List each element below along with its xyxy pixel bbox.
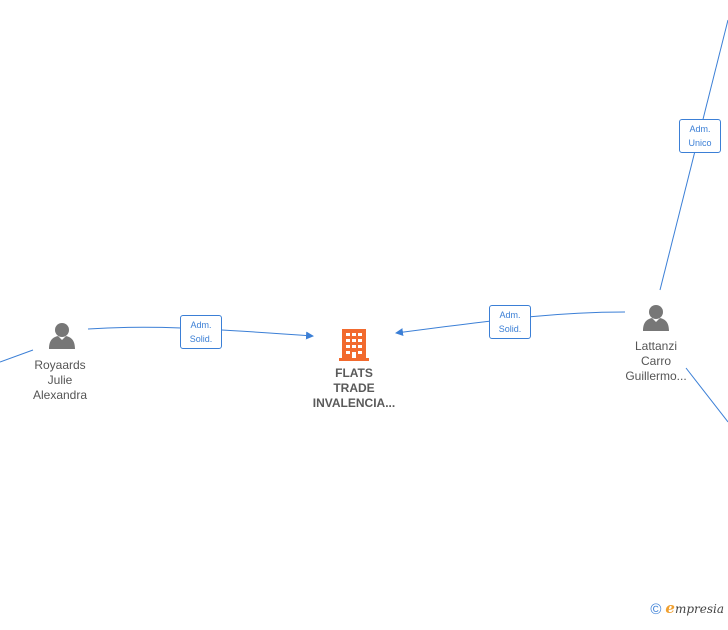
building-icon[interactable] (339, 329, 369, 361)
person-icon[interactable] (49, 323, 75, 349)
edge-lattanzi-bottomright (685, 367, 728, 423)
person-label-lattanzi[interactable]: Lattanzi Carro Guillermo... (625, 339, 687, 383)
company-label[interactable]: FLATS TRADE INVALENCIA... (312, 366, 396, 410)
edge-royaards-left (0, 349, 34, 363)
empresia-logo[interactable]: ©empresia (650, 599, 724, 618)
edge-label-lattanzi-company[interactable]: Adm. Solid. (489, 305, 531, 339)
copyright-icon: © (650, 601, 662, 618)
edge-lattanzi-top[interactable] (659, 19, 728, 291)
person-icon[interactable] (643, 305, 669, 331)
person-label-royaards[interactable]: Royaards Julie Alexandra (32, 358, 88, 402)
brand-text: mpresia (674, 602, 724, 616)
edge-label-royaards-company[interactable]: Adm. Solid. (180, 315, 222, 349)
edge-label-lattanzi-top[interactable]: Adm. Unico (679, 119, 721, 153)
brand-e: e (665, 599, 675, 617)
